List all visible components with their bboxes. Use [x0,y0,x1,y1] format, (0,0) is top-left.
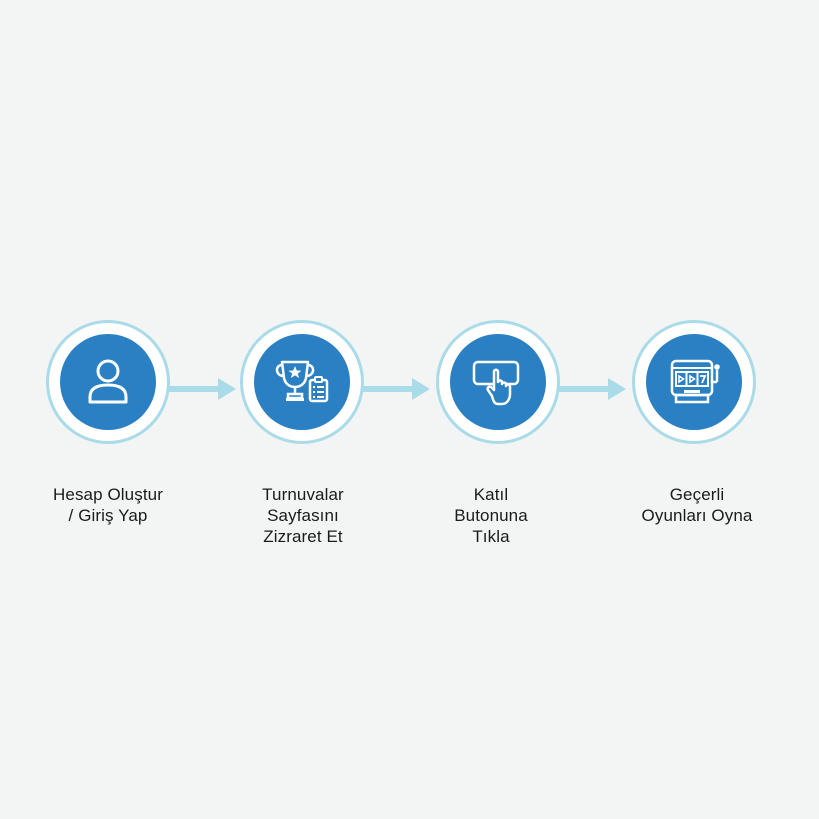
arrow-right-icon [362,378,430,400]
user-icon [88,359,128,404]
click-button-icon [472,360,520,406]
trophy-checklist-icon [275,360,329,403]
arrow-right-icon [168,378,236,400]
step-1-label: Hesap Oluştur / Giriş Yap [53,485,163,525]
step-3-circle [436,320,560,444]
slot-machine-icon [670,359,720,404]
arrow-right-icon [558,378,626,400]
step-2-circle [240,320,364,444]
step-4-label: Geçerli Oyunları Oyna [641,485,753,525]
step-1-circle [46,320,170,444]
step-4-circle [632,320,756,444]
step-2-label: Turnuvalar Sayfasını Zizraret Et [262,485,344,546]
step-3-label: Katıl Butonuna Tıkla [454,485,528,546]
